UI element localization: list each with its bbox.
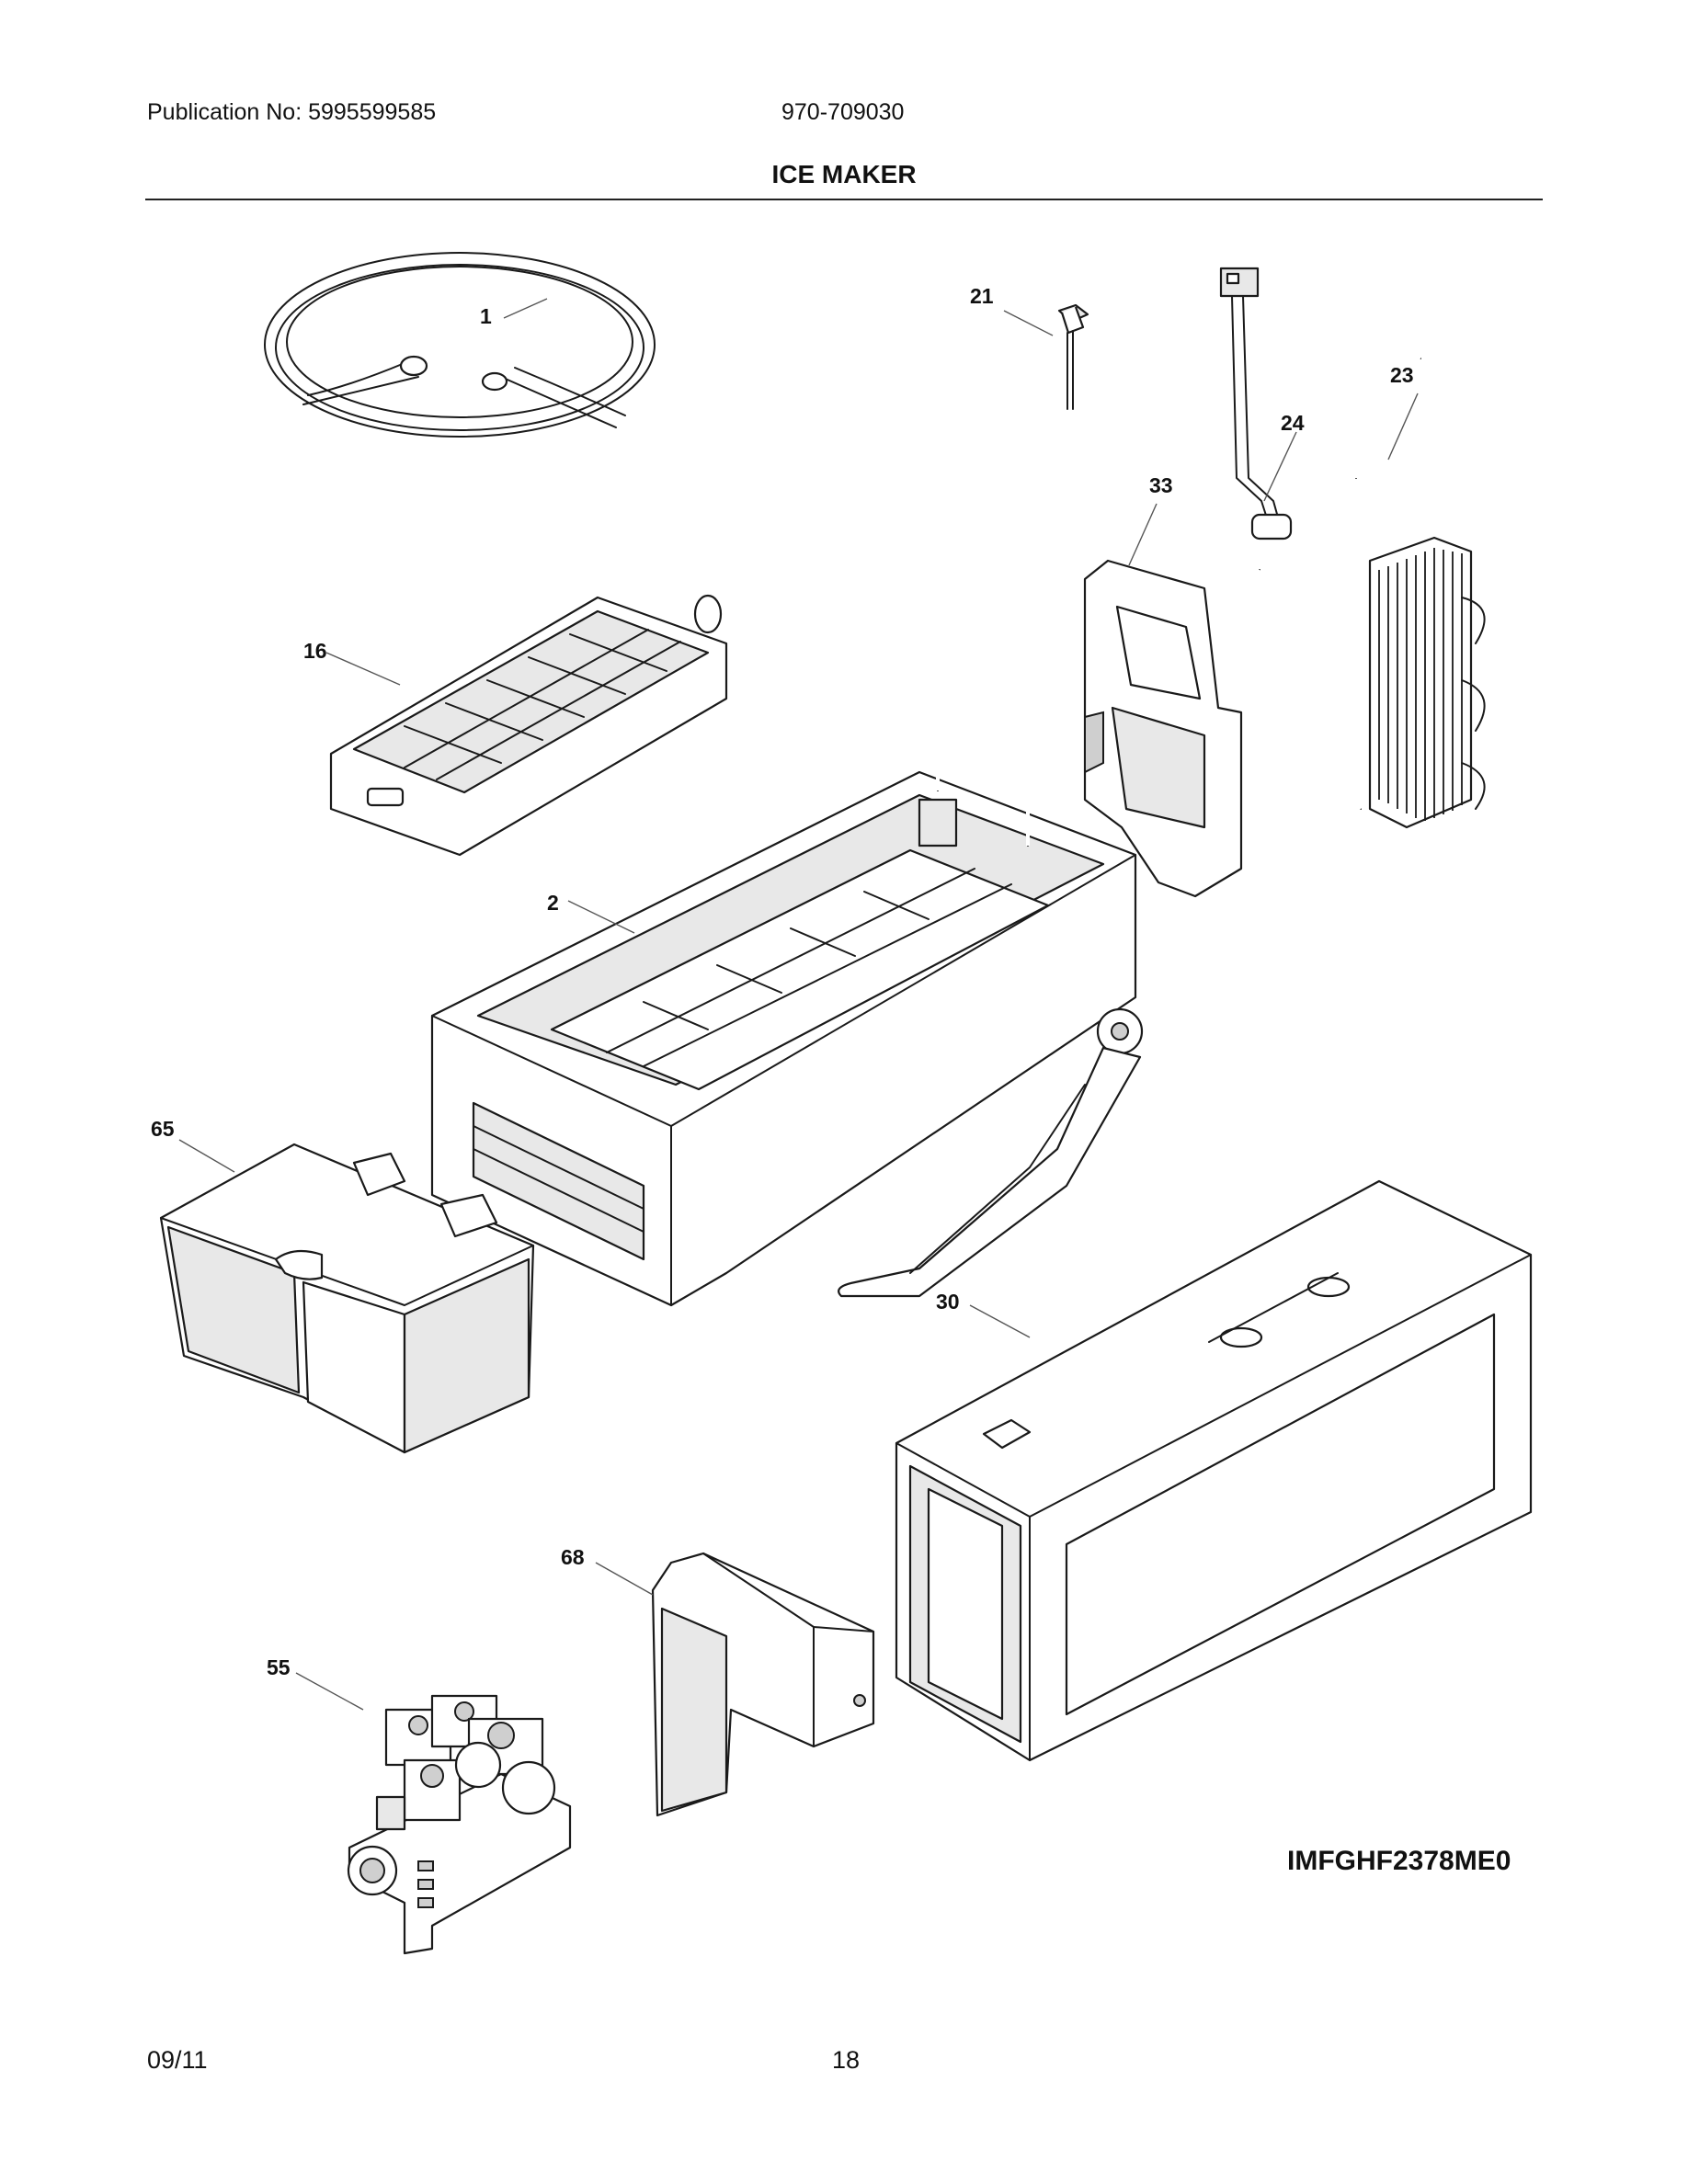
part-ice-container: [159, 1143, 535, 1454]
part-ice-maker-assembly: [430, 737, 1144, 1307]
callout-24: 24: [1281, 411, 1305, 435]
callout-55: 55: [267, 1655, 291, 1679]
part-wire-harness: [1219, 267, 1293, 540]
callout-23: 23: [1390, 363, 1414, 387]
part-water-tube: [264, 252, 656, 438]
part-water-valve: [347, 1694, 572, 1955]
callout-16: 16: [303, 639, 327, 663]
callout-1: 1: [480, 304, 492, 328]
callout-68: 68: [561, 1545, 585, 1569]
part-evaporator-heater: [1248, 336, 1486, 829]
page-title: ICE MAKER: [771, 160, 917, 188]
publication-number: Publication No: 5995599585: [147, 99, 437, 125]
part-ice-mold: [329, 594, 728, 857]
callout-65: 65: [151, 1117, 175, 1141]
callout-21: 21: [970, 284, 994, 308]
footer-date: 09/11: [147, 2046, 208, 2074]
figure-code: IMFGHF2378ME0: [1287, 1846, 1511, 1876]
callout-2: 2: [547, 891, 559, 915]
part-ice-bin-housing: [895, 1179, 1533, 1762]
callout-30: 30: [936, 1290, 960, 1314]
part-control-cover: [1083, 559, 1243, 898]
model-number: 970-709030: [781, 99, 905, 125]
part-ice-chute: [651, 1552, 875, 1817]
page-number: 18: [832, 2046, 861, 2074]
header-divider: [145, 199, 1543, 200]
part-thermistor: [1057, 303, 1089, 410]
callout-33: 33: [1149, 473, 1173, 497]
leader-lines: [178, 298, 1419, 1711]
